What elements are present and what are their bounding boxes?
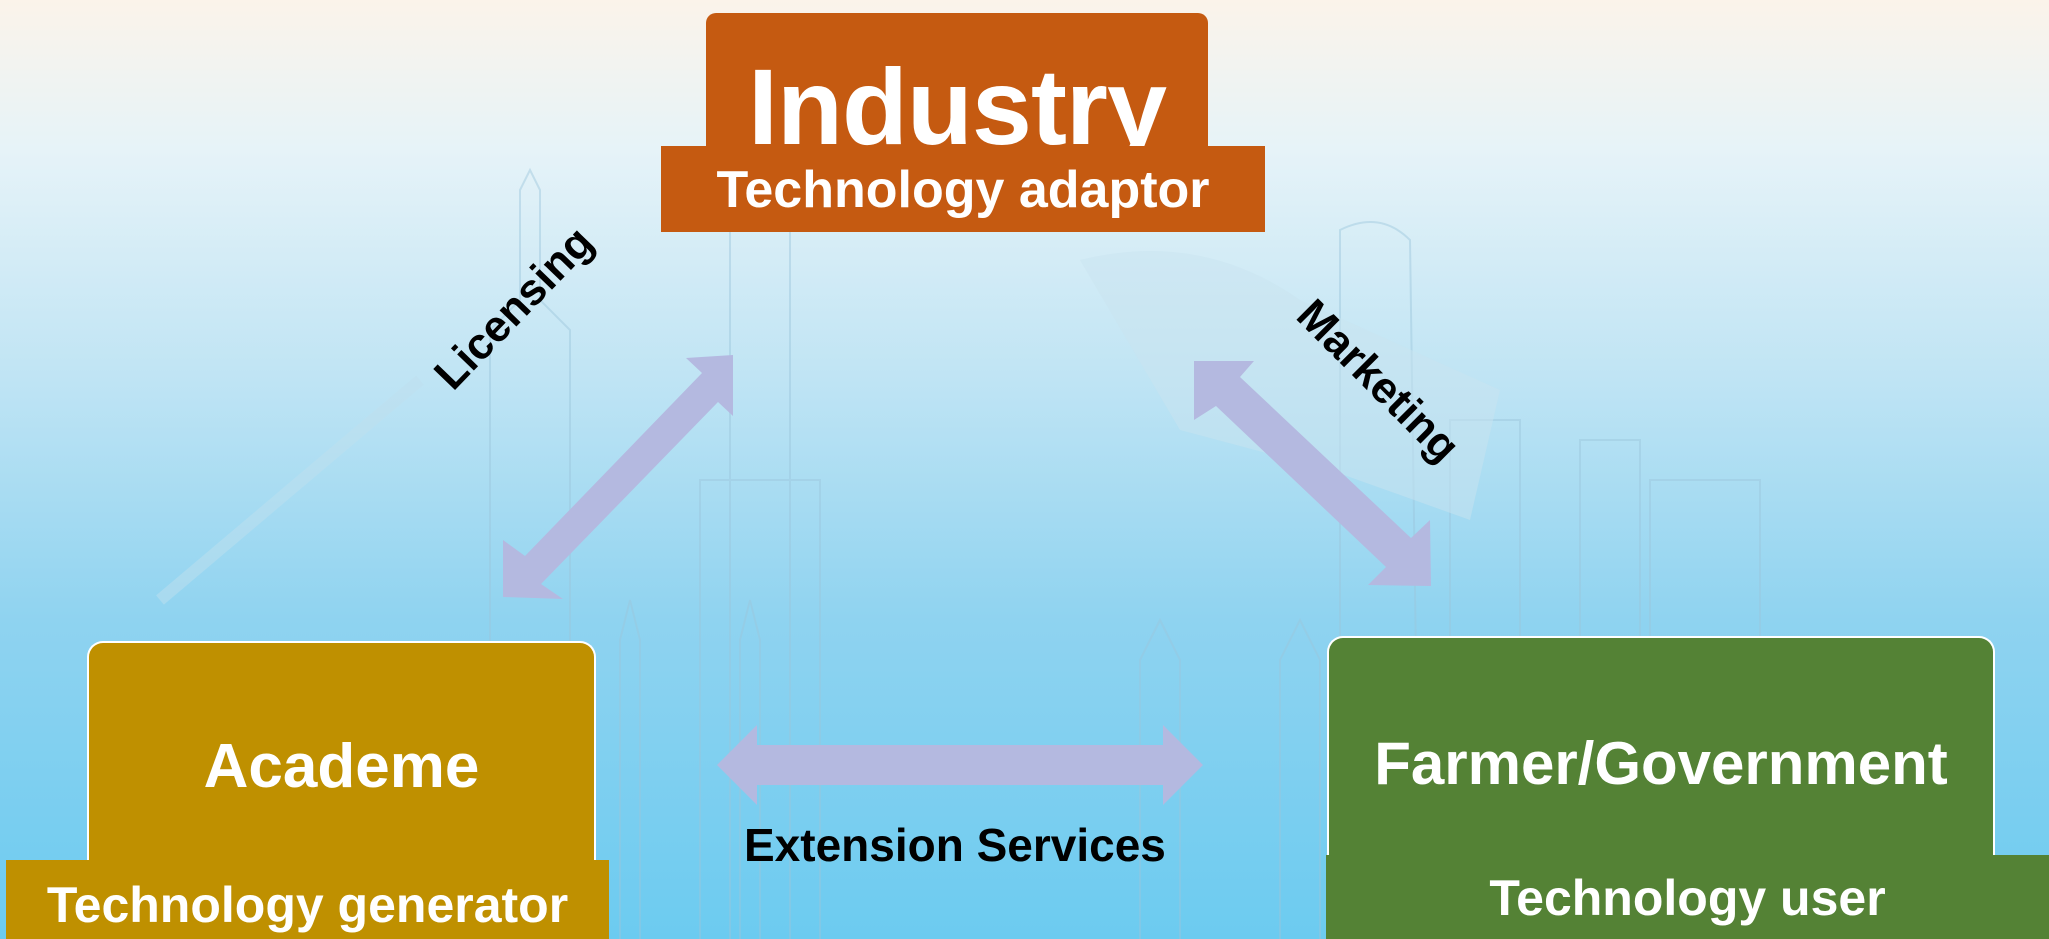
farmer-government-role: Technology user <box>1489 870 1886 926</box>
extension-services-arrow <box>717 725 1203 805</box>
academe-node: Academe <box>87 641 596 863</box>
industry-node: Industry <box>706 13 1208 161</box>
industry-title: Industry <box>747 46 1167 167</box>
farmer-government-node: Farmer/Government <box>1327 636 1995 857</box>
industry-role: Technology adaptor <box>716 161 1210 219</box>
extension-services-label: Extension Services <box>744 819 1166 871</box>
academe-title: Academe <box>203 732 480 801</box>
academe-role-bar: Technology generator <box>6 860 609 939</box>
industry-role-bar: Technology adaptor <box>661 146 1265 232</box>
academe-role: Technology generator <box>46 877 569 933</box>
farmer-government-title: Farmer/Government <box>1374 730 1948 797</box>
farmer-government-role-bar: Technology user <box>1326 855 2049 939</box>
marketing-arrow <box>1194 361 1431 586</box>
licensing-arrow <box>503 355 733 599</box>
